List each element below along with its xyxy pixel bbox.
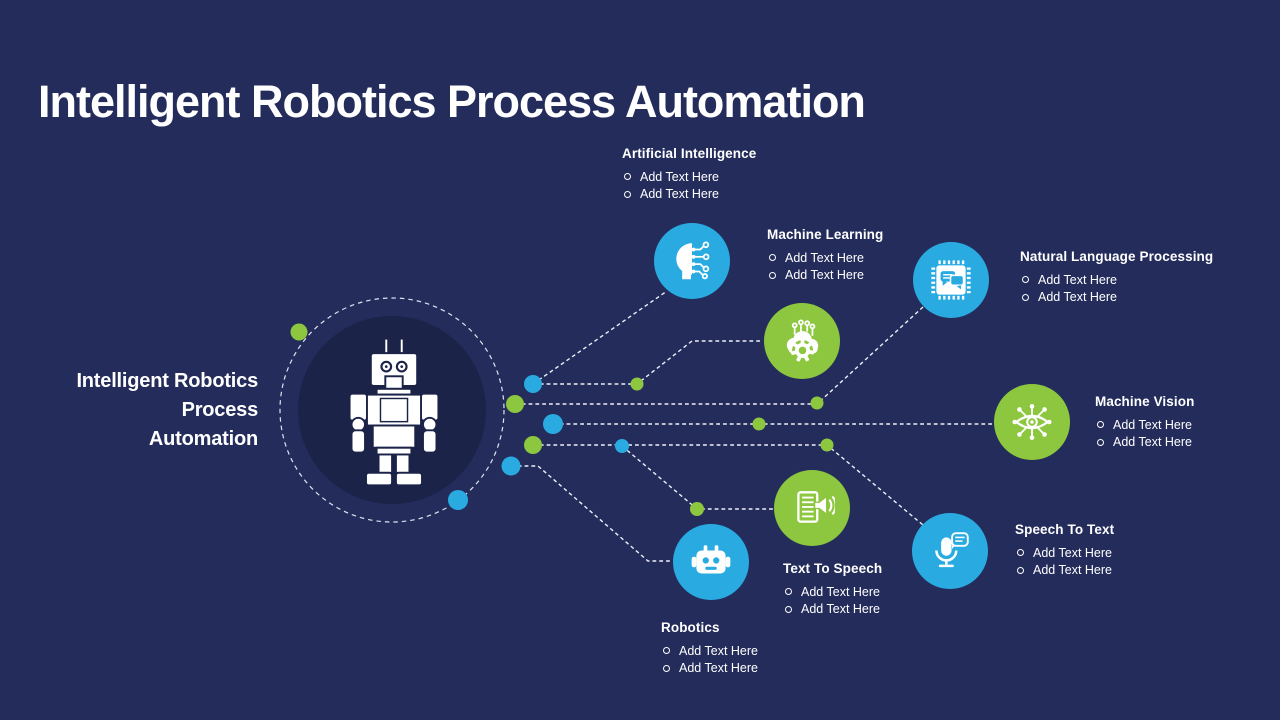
node-title: Natural Language Processing: [1020, 249, 1214, 264]
bullet-item: Add Text Here: [783, 583, 882, 601]
label-artificial-intelligence: Artificial Intelligence Add Text Here Ad…: [622, 146, 756, 203]
node-circle-text-to-speech: [774, 470, 850, 546]
chip-chat-icon: [931, 260, 971, 300]
bullet-item: Add Text Here: [1015, 562, 1114, 580]
central-robot: [338, 334, 450, 490]
bullet-item: Add Text Here: [622, 168, 756, 186]
center-label-line: Intelligent Robotics: [76, 370, 258, 392]
label-natural-language-processing: Natural Language Processing Add Text Her…: [1020, 249, 1213, 306]
label-machine-vision: Machine Vision Add Text Here Add Text He…: [1095, 394, 1194, 451]
hub-dot: [543, 414, 563, 434]
eye-network-icon: [1012, 404, 1052, 440]
connector-machine-learning: [533, 340, 763, 385]
bend-dot: [752, 417, 766, 431]
robot-head-icon: [691, 545, 731, 574]
bullet-item: Add Text Here: [622, 186, 756, 204]
node-title: Speech To Text: [1015, 522, 1115, 537]
circle-bullet-icon: [769, 271, 776, 279]
ring-green-dot: [290, 323, 308, 341]
node-circle-machine-vision: [994, 384, 1070, 460]
center-label: Intelligent Robotics Process Automation: [40, 367, 258, 454]
cloud-gear-icon: [786, 319, 819, 362]
circle-bullet-icon: [624, 190, 631, 198]
node-circle-machine-learning: [764, 303, 840, 379]
bullet-item: Add Text Here: [661, 642, 758, 660]
node-title: Machine Vision: [1095, 394, 1195, 409]
circle-bullet-icon: [769, 254, 776, 262]
bullet-item: Add Text Here: [661, 660, 758, 678]
microphone-chat-icon: [935, 532, 969, 568]
slide-title: Intelligent Robotics Process Automation: [38, 76, 866, 128]
bend-dot: [820, 438, 834, 452]
center-label-line: Process: [181, 399, 259, 421]
circle-bullet-icon: [785, 605, 792, 613]
bend-dot: [630, 377, 644, 391]
circle-bullet-icon: [785, 588, 792, 596]
hub-dot: [524, 436, 542, 454]
node-circle-artificial-intelligence: [654, 223, 730, 299]
circle-bullet-icon: [1097, 421, 1104, 429]
circle-bullet-icon: [1017, 549, 1024, 557]
bullet-item: Add Text Here: [767, 267, 883, 285]
center-label-line: Automation: [148, 428, 258, 450]
label-robotics: Robotics Add Text Here Add Text Here: [661, 620, 758, 677]
bend-dot: [810, 396, 824, 410]
label-speech-to-text: Speech To Text Add Text Here Add Text He…: [1015, 522, 1114, 579]
connector-robotics: [511, 465, 672, 562]
node-title: Robotics: [661, 620, 720, 635]
hub-dot: [501, 456, 521, 476]
circle-bullet-icon: [624, 173, 631, 181]
bullet-item: Add Text Here: [1095, 416, 1194, 434]
ring-blue-dot: [448, 490, 468, 510]
node-title: Artificial Intelligence: [622, 146, 757, 161]
connector-text-to-speech: [621, 445, 773, 510]
node-circle-robotics: [673, 524, 749, 600]
hub-dashed-ring: [279, 297, 505, 523]
robot-icon: [348, 339, 440, 487]
bend-dot: [690, 502, 704, 516]
bullet-item: Add Text Here: [783, 601, 882, 619]
head-circuit-icon: [676, 241, 710, 280]
hub-dot: [524, 375, 542, 393]
hub-dot: [506, 395, 524, 413]
circle-bullet-icon: [1022, 293, 1029, 301]
node-circle-speech-to-text: [912, 513, 988, 589]
bullet-item: Add Text Here: [767, 249, 883, 267]
circle-bullet-icon: [663, 664, 670, 672]
circle-bullet-icon: [663, 647, 670, 655]
circle-bullet-icon: [1097, 438, 1104, 446]
connector-artificial-intelligence: [532, 290, 668, 385]
bullet-item: Add Text Here: [1015, 544, 1114, 562]
connector-natural-language-processing: [515, 306, 924, 405]
circle-bullet-icon: [1017, 566, 1024, 574]
label-text-to-speech: Text To Speech Add Text Here Add Text He…: [783, 561, 882, 618]
bullet-item: Add Text Here: [1095, 434, 1194, 452]
document-speaker-icon: [797, 491, 835, 523]
node-title: Machine Learning: [767, 227, 884, 242]
bullet-item: Add Text Here: [1020, 271, 1213, 289]
bend-dot: [615, 439, 629, 453]
node-title: Text To Speech: [783, 561, 883, 576]
bullet-item: Add Text Here: [1020, 289, 1213, 307]
label-machine-learning: Machine Learning Add Text Here Add Text …: [767, 227, 883, 284]
node-circle-natural-language-processing: [913, 242, 989, 318]
circle-bullet-icon: [1022, 276, 1029, 284]
